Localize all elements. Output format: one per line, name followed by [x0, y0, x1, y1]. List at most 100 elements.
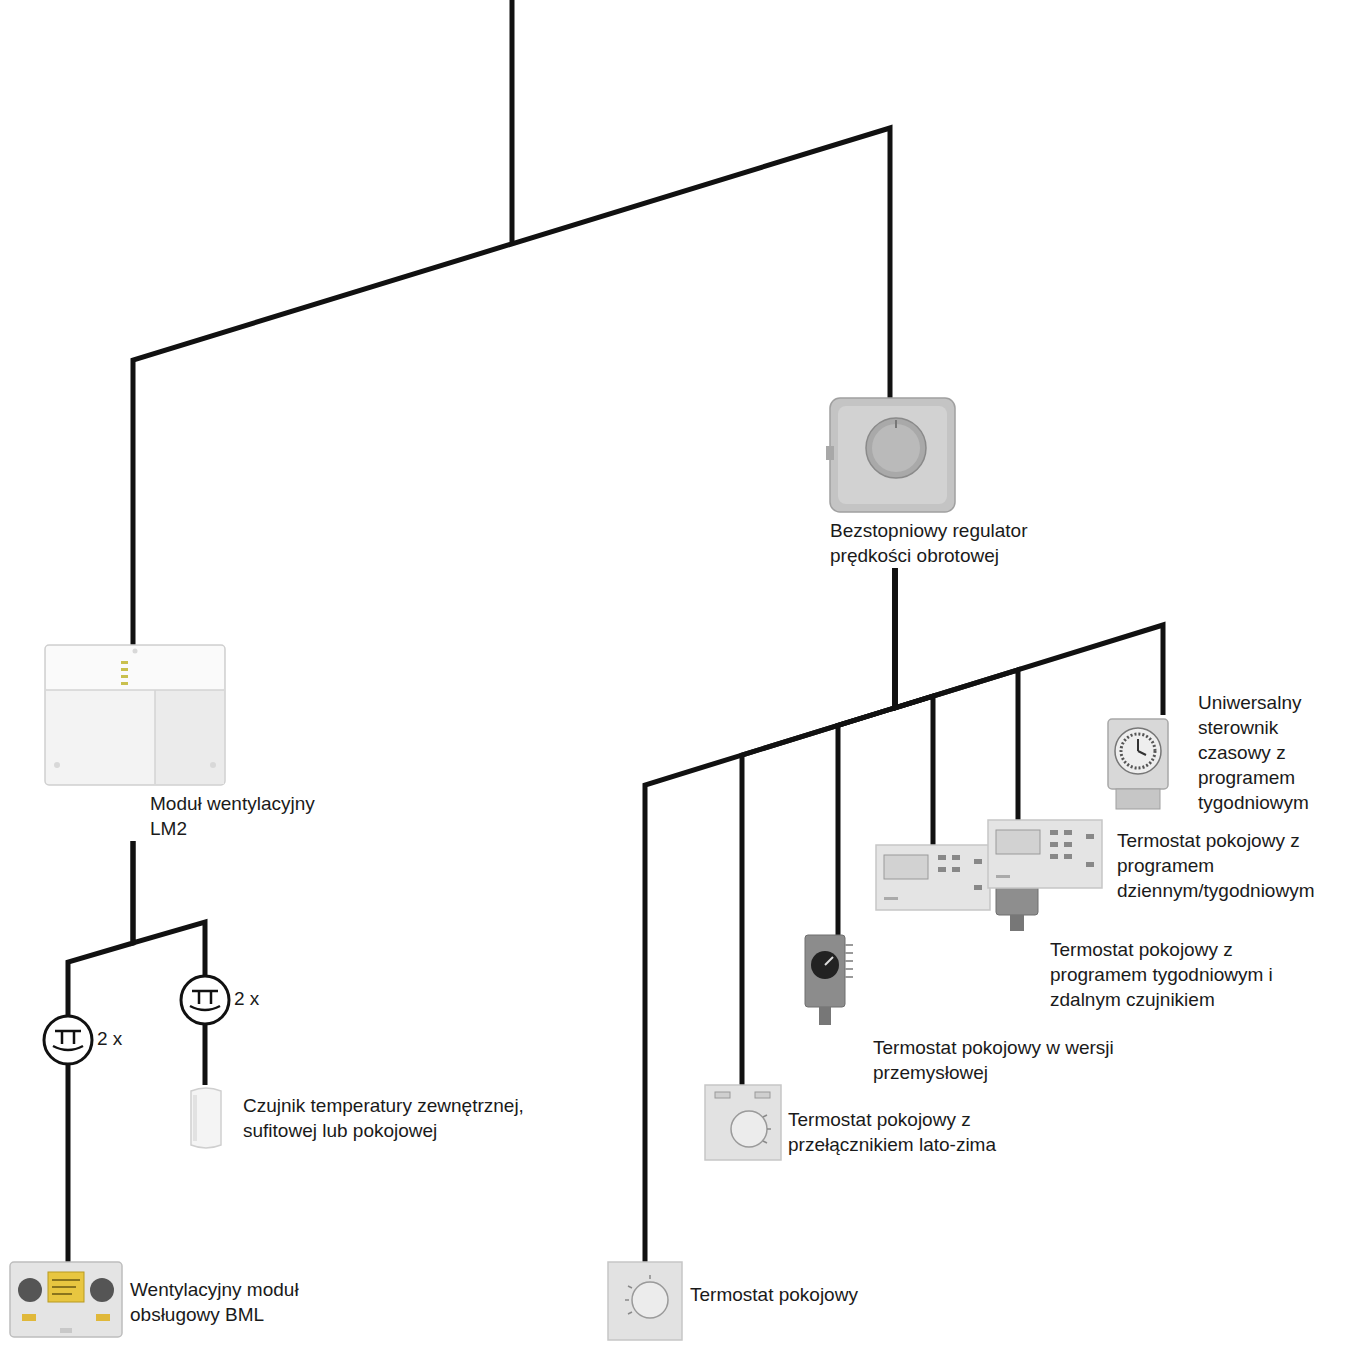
industrial-thermostat-picture-part: [805, 935, 845, 1007]
product-node: Termostat pokojowy: [608, 1262, 682, 1340]
product-node: Moduł wentylacyjny LM2: [45, 645, 335, 841]
cable-symbol-part: [192, 991, 218, 1004]
temperature-sensor-picture-part: [191, 1088, 221, 1148]
weekly-thermostat-picture-part: [952, 867, 960, 872]
node-label: Czujnik temperatury zewnętrznej, sufitow…: [243, 1093, 528, 1143]
cable-symbol-part: [44, 1016, 92, 1064]
ventilation-module-picture-part: [121, 682, 128, 685]
speed-controller-picture-part: [866, 418, 926, 478]
time-switch-picture-part: [1108, 719, 1168, 789]
product-node: Termostat pokojowy z przełącznikiem lato…: [705, 1085, 781, 1160]
operating-module-picture: [10, 1262, 122, 1337]
industrial-thermostat-picture-part: [845, 945, 853, 977]
weekly-thermostat-picture-part: [884, 897, 898, 900]
summer-winter-thermostat-picture-part: [755, 1092, 770, 1098]
product-node: Termostat pokojowy z programem dziennym/…: [988, 820, 1102, 888]
temperature-sensor-picture: [191, 1088, 221, 1148]
ventilation-module-picture-part: [46, 690, 224, 784]
node-label: Termostat pokojowy z programem tygodniow…: [1050, 937, 1300, 1012]
time-switch-picture: [1108, 719, 1168, 809]
product-node: Bezstopniowy regulator prędkości obrotow…: [830, 398, 1065, 568]
operating-module-picture-part: [96, 1314, 110, 1321]
speed-controller-picture: [826, 398, 955, 512]
daily-weekly-thermostat-picture-part: [1086, 862, 1094, 867]
weekly-thermostat-picture-part: [938, 855, 946, 860]
summer-winter-thermostat-picture-part: [705, 1085, 781, 1160]
node-label: Termostat pokojowy z programem dziennym/…: [1117, 828, 1342, 903]
daily-weekly-thermostat-picture-part: [988, 820, 1102, 888]
speed-controller-picture-part: [838, 406, 947, 504]
speed-controller-picture-part: [872, 424, 920, 472]
ventilation-module-picture-part: [121, 668, 128, 671]
node-label: Uniwersalny sterownik czasowy z programe…: [1198, 690, 1348, 815]
weekly-thermostat-picture-part: [952, 855, 960, 860]
daily-weekly-thermostat-picture-part: [1050, 830, 1058, 835]
room-thermostat-picture-part: [625, 1275, 650, 1314]
ventilation-module-picture-part: [121, 675, 128, 678]
connector-line: [895, 568, 1163, 715]
weekly-thermostat-picture-part: [938, 867, 946, 872]
cable-symbol-part: [53, 1046, 83, 1050]
connector-line: [133, 841, 205, 1085]
trunk-line-part: [133, 128, 890, 645]
daily-weekly-thermostat-picture-part: [996, 875, 1010, 878]
ventilation-module-picture-part: [54, 762, 60, 768]
cable-symbol: [44, 1016, 92, 1064]
operating-module-picture-part: [10, 1262, 122, 1337]
industrial-thermostat-picture: [805, 935, 853, 1025]
daily-weekly-thermostat-picture: [988, 820, 1102, 888]
daily-weekly-thermostat-picture-part: [1050, 842, 1058, 847]
node-label: Moduł wentylacyjny LM2: [150, 791, 340, 841]
summer-winter-thermostat-picture-part: [763, 1115, 771, 1143]
product-node: Wentylacyjny moduł obsługowy BML: [10, 1262, 122, 1337]
speed-controller-picture-part: [895, 420, 897, 428]
quantity-label: 2 x: [234, 986, 259, 1011]
industrial-thermostat-picture-part: [819, 1007, 831, 1025]
weekly-thermostat-picture-part: [876, 845, 990, 910]
ventilation-module-picture-part: [155, 690, 224, 784]
room-thermostat-picture-part: [632, 1282, 668, 1318]
temperature-sensor-picture-part: [193, 1095, 197, 1141]
operating-module-picture-part: [60, 1328, 72, 1333]
node-label: Wentylacyjny moduł obsługowy BML: [130, 1277, 375, 1327]
ventilation-module-picture: [45, 645, 225, 785]
node-label: Termostat pokojowy: [690, 1282, 930, 1307]
operating-module-picture-part: [18, 1278, 42, 1302]
ventilation-module-picture-part: [46, 646, 224, 690]
daily-weekly-thermostat-picture-part: [996, 830, 1040, 854]
room-thermostat-picture: [608, 1262, 682, 1340]
daily-weekly-thermostat-picture-part: [1064, 830, 1072, 835]
cable-symbol-part: [181, 976, 229, 1024]
cable-symbol: [181, 976, 229, 1024]
product-node: Czujnik temperatury zewnętrznej, sufitow…: [185, 1085, 227, 1150]
cable-symbol-part: [55, 1031, 81, 1044]
ventilation-module-picture-part: [45, 645, 225, 785]
operating-module-picture-part: [48, 1272, 84, 1302]
time-switch-picture-part: [1115, 728, 1161, 774]
node-label: Termostat pokojowy z przełącznikiem lato…: [788, 1107, 1083, 1157]
ventilation-module-picture-part: [121, 661, 128, 664]
product-node: Termostat pokojowy w wersji przemysłowej: [805, 935, 853, 1030]
weekly-thermostat-picture-part: [974, 885, 982, 890]
operating-module-picture-part: [90, 1278, 114, 1302]
daily-weekly-thermostat-picture-part: [1050, 854, 1058, 859]
weekly-thermostat-picture-part: [1010, 915, 1024, 931]
ventilation-module-picture-part: [133, 649, 138, 654]
weekly-thermostat-picture-part: [884, 855, 928, 879]
operating-module-picture-part: [52, 1280, 80, 1294]
daily-weekly-thermostat-picture-part: [1086, 834, 1094, 839]
node-label: Termostat pokojowy w wersji przemysłowej: [873, 1035, 1118, 1085]
trunk-line: [133, 0, 890, 645]
weekly-thermostat-picture-part: [974, 859, 982, 864]
summer-winter-thermostat-picture-part: [731, 1111, 767, 1147]
cable-symbol-part: [190, 1006, 220, 1010]
connector-line: [645, 568, 895, 1262]
summer-winter-thermostat-picture-part: [715, 1092, 730, 1098]
time-switch-picture-part: [1116, 789, 1160, 809]
connector-line: [742, 568, 895, 1085]
time-switch-picture-part: [1121, 734, 1155, 768]
industrial-thermostat-picture-part: [825, 957, 833, 965]
